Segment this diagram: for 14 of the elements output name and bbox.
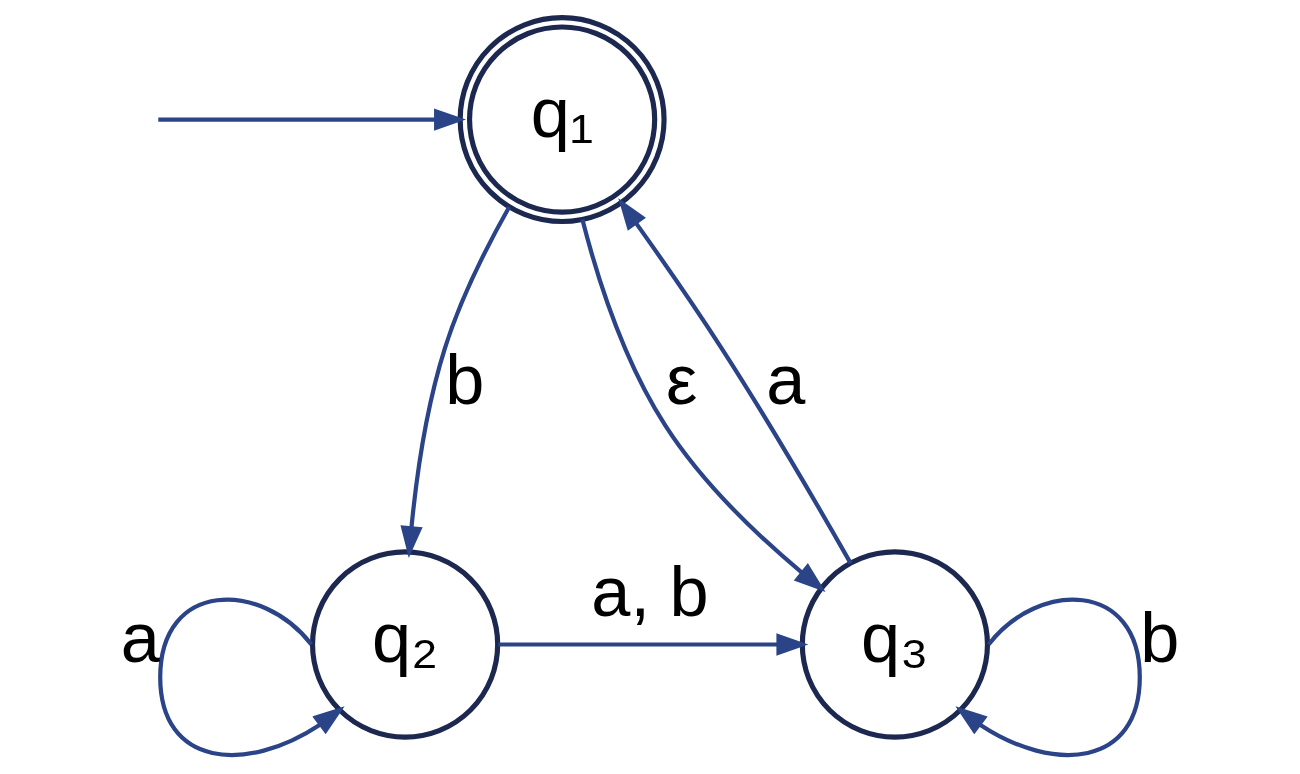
edge-label: a bbox=[120, 598, 160, 678]
edge-label: b bbox=[445, 340, 485, 420]
arrow bbox=[158, 597, 345, 757]
node-circle: q₁ bbox=[457, 15, 667, 225]
arrow bbox=[580, 219, 826, 592]
arrow bbox=[400, 205, 512, 558]
arrow bbox=[955, 597, 1142, 757]
arrow bbox=[618, 198, 853, 565]
edge-label: b bbox=[1140, 598, 1180, 678]
arrow bbox=[498, 633, 809, 656]
edge-label: a, b bbox=[591, 552, 709, 632]
arrow bbox=[158, 108, 466, 131]
edge-label: ε bbox=[665, 340, 698, 420]
edge-label: a bbox=[766, 340, 806, 420]
